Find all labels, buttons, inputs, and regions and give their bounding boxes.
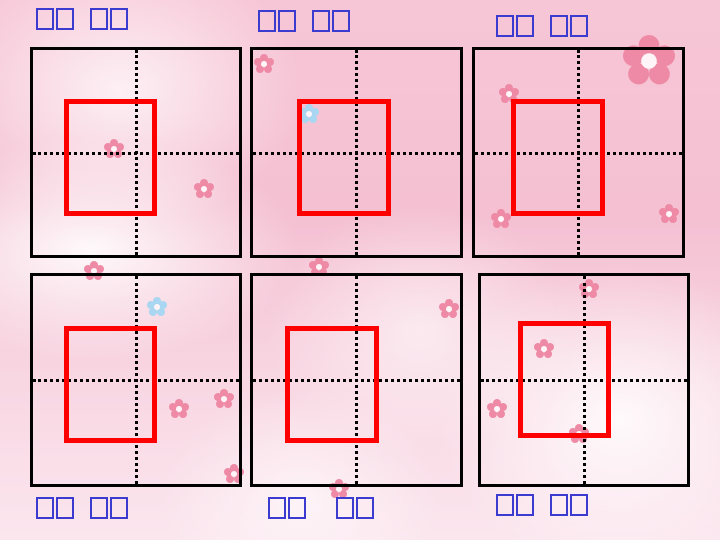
- placeholder-box: [550, 494, 568, 516]
- writing-cell-6[interactable]: [478, 273, 690, 487]
- placeholder-box: [332, 10, 350, 32]
- placeholder-box: [356, 497, 374, 519]
- placeholder-box: [90, 497, 108, 519]
- pinyin-placeholder: [36, 497, 138, 519]
- red-frame: [518, 321, 611, 438]
- placeholder-box: [56, 497, 74, 519]
- placeholder-box: [570, 494, 588, 516]
- red-frame: [297, 99, 391, 216]
- writing-cell-1[interactable]: [30, 47, 242, 258]
- placeholder-box: [56, 8, 74, 30]
- placeholder-box: [36, 8, 54, 30]
- writing-cell-4[interactable]: [30, 273, 242, 487]
- placeholder-box: [278, 10, 296, 32]
- placeholder-box: [36, 497, 54, 519]
- red-frame: [511, 99, 605, 216]
- vertical-guide-line: [135, 50, 138, 255]
- placeholder-box: [110, 497, 128, 519]
- red-frame: [64, 99, 157, 216]
- placeholder-box: [336, 497, 354, 519]
- placeholder-box: [110, 8, 128, 30]
- red-frame: [64, 326, 157, 443]
- writing-cell-3[interactable]: [472, 47, 685, 258]
- placeholder-box: [312, 10, 330, 32]
- pinyin-placeholder: [496, 494, 598, 516]
- red-frame: [285, 326, 379, 443]
- pinyin-placeholder: [496, 15, 598, 37]
- placeholder-box: [570, 15, 588, 37]
- placeholder-box: [258, 10, 276, 32]
- pinyin-placeholder: [36, 8, 138, 30]
- vertical-guide-line: [355, 276, 358, 484]
- placeholder-box: [288, 497, 306, 519]
- pinyin-placeholder: [268, 497, 384, 519]
- placeholder-box: [516, 15, 534, 37]
- placeholder-box: [90, 8, 108, 30]
- placeholder-box: [268, 497, 286, 519]
- vertical-guide-line: [577, 50, 580, 255]
- writing-cell-2[interactable]: [250, 47, 463, 258]
- vertical-guide-line: [355, 50, 358, 255]
- pinyin-placeholder: [258, 10, 360, 32]
- placeholder-box: [496, 494, 514, 516]
- placeholder-box: [516, 494, 534, 516]
- vertical-guide-line: [135, 276, 138, 484]
- placeholder-box: [496, 15, 514, 37]
- placeholder-box: [550, 15, 568, 37]
- writing-cell-5[interactable]: [250, 273, 463, 487]
- vertical-guide-line: [583, 276, 586, 484]
